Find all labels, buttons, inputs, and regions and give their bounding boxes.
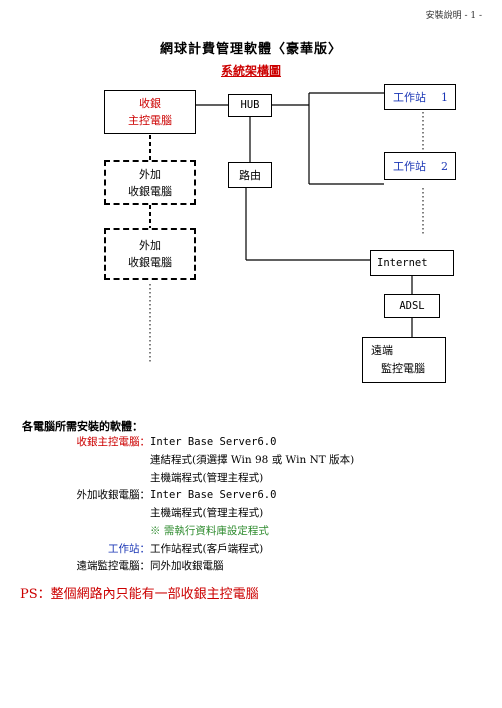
ext-pc-2-label-1: 外加 bbox=[139, 239, 161, 252]
diagram-title: 系統架構圖 bbox=[220, 64, 281, 78]
row-label: 外加收銀電腦： bbox=[76, 489, 151, 501]
adsl-label: ADSL bbox=[399, 299, 425, 312]
hub-box: HUB bbox=[228, 94, 272, 117]
row-text: Inter Base Server6.0 bbox=[150, 489, 277, 501]
ws2-number: 2 bbox=[441, 160, 448, 173]
remote-label-2: 監控電腦 bbox=[381, 362, 425, 375]
router-label: 路由 bbox=[239, 168, 261, 182]
row-text: 同外加收銀電腦 bbox=[150, 560, 224, 572]
software-heading: 各電腦所需安裝的軟體： bbox=[22, 420, 143, 433]
page-header: 安裝說明 - 1 - bbox=[425, 11, 482, 21]
ws1-number: 1 bbox=[441, 91, 448, 104]
row-text: ※ 需執行資料庫設定程式 bbox=[150, 525, 269, 537]
router-box: 路由 bbox=[228, 162, 272, 188]
row-label: 遠端監控電腦： bbox=[76, 560, 151, 572]
internet-box: Internet bbox=[370, 250, 454, 276]
ext-pc-2-label-2: 收銀電腦 bbox=[128, 256, 172, 269]
ext-pc-1-label-2: 收銀電腦 bbox=[128, 184, 172, 198]
software-row: 外加收銀電腦：Inter Base Server6.0 bbox=[72, 487, 277, 503]
ext-pc-1-label-1: 外加 bbox=[139, 167, 161, 181]
row-text: Inter Base Server6.0 bbox=[150, 436, 277, 448]
document-title: 網球計費管理軟體〈豪華版〉 bbox=[159, 42, 342, 57]
main-pc-label-1: 收銀 bbox=[139, 97, 161, 110]
adsl-box: ADSL bbox=[384, 294, 440, 318]
workstation-2-box: 工作站 2 bbox=[384, 152, 456, 180]
software-row: 主機端程式(管理主程式) bbox=[72, 505, 263, 521]
row-text: 主機端程式(管理主程式) bbox=[150, 507, 264, 519]
software-row: 工作站：工作站程式(客戶端程式) bbox=[72, 541, 263, 557]
software-row: 收銀主控電腦：Inter Base Server6.0 bbox=[72, 434, 277, 450]
row-text: 主機端程式(管理主程式) bbox=[150, 472, 264, 484]
software-row: 主機端程式(管理主程式) bbox=[72, 470, 263, 486]
main-cashier-pc-box: 收銀 主控電腦 bbox=[104, 90, 196, 134]
software-row: 遠端監控電腦：同外加收銀電腦 bbox=[72, 558, 224, 574]
software-row: ※ 需執行資料庫設定程式 bbox=[72, 523, 269, 539]
row-text: 工作站程式(客戶端程式) bbox=[150, 543, 264, 555]
extra-cashier-pc-2-box: 外加 收銀電腦 bbox=[104, 228, 196, 280]
workstation-1-box: 工作站 1 bbox=[384, 84, 456, 110]
hub-label: HUB bbox=[240, 99, 260, 111]
remote-label-1: 遠端 bbox=[371, 344, 393, 357]
ws1-label: 工作站 bbox=[393, 91, 426, 104]
row-label: 收銀主控電腦： bbox=[76, 436, 151, 448]
main-pc-label-2: 主控電腦 bbox=[128, 114, 172, 127]
extra-cashier-pc-1-box: 外加 收銀電腦 bbox=[104, 160, 196, 205]
internet-label: Internet bbox=[377, 257, 428, 269]
software-row: 連結程式(須選擇 Win 98 或 Win NT 版本) bbox=[72, 452, 354, 468]
ps-note: PS：整個網路內只能有一部收銀主控電腦 bbox=[20, 587, 259, 602]
row-text: 連結程式(須選擇 Win 98 或 Win NT 版本) bbox=[150, 454, 355, 466]
remote-monitor-pc-box: 遠端 監控電腦 bbox=[362, 337, 446, 383]
ws2-label: 工作站 bbox=[393, 160, 426, 173]
row-label: 工作站： bbox=[108, 543, 150, 555]
